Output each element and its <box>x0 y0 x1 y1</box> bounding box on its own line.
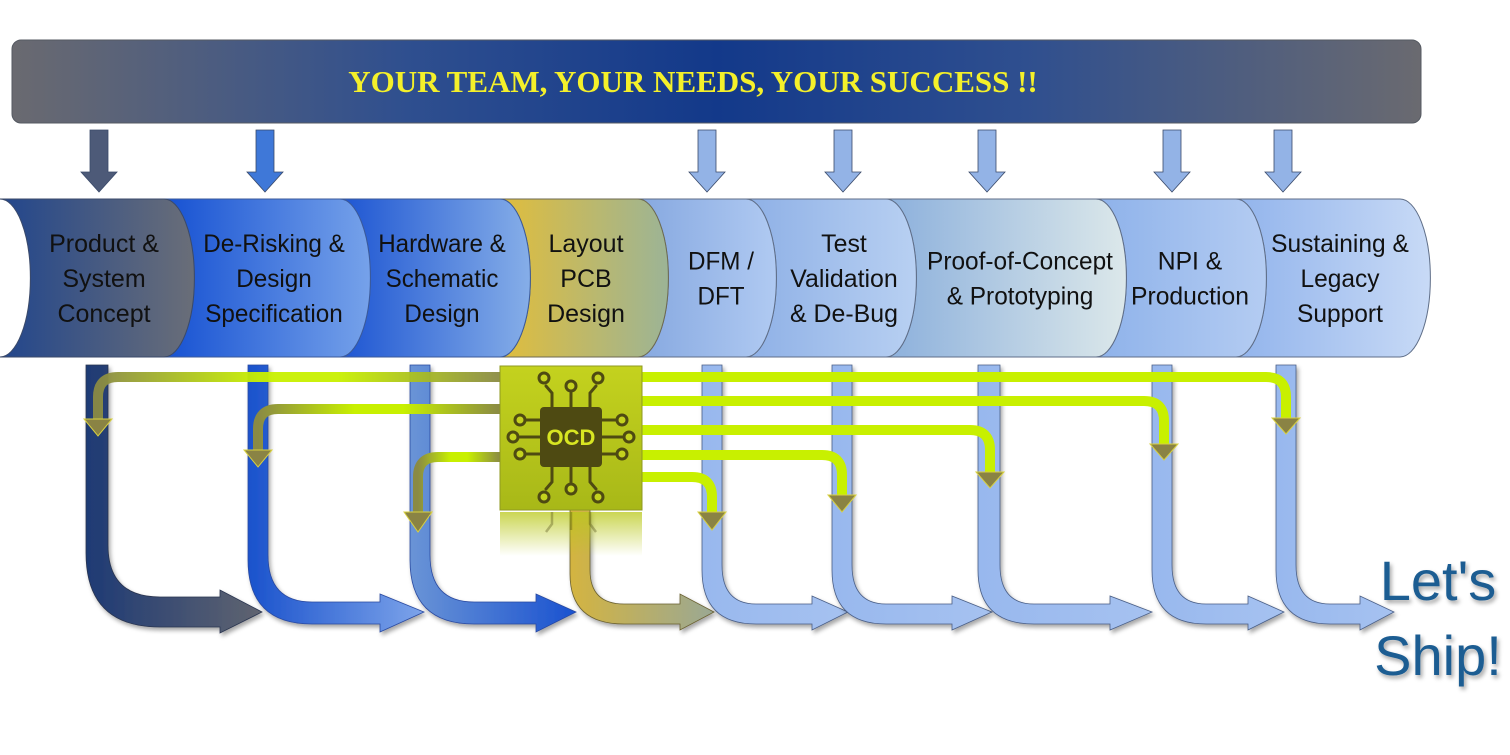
stage-product-system-concept <box>0 198 195 358</box>
connector-product-system-concept <box>93 372 500 420</box>
down-arrow-test-validation-debug <box>824 129 862 193</box>
stage-label-line: & De-Bug <box>790 300 898 328</box>
connector-test-validation-debug <box>640 450 847 495</box>
connector-sustaining-legacy-support <box>640 372 1291 418</box>
output-arrow-product-system-concept <box>85 364 263 634</box>
output-arrow-sustaining-legacy-support <box>1275 364 1395 631</box>
connector-hardware-schematic-design <box>413 452 500 512</box>
stage-label-dfm-dft: DFM / DFT <box>688 248 754 310</box>
down-arrow-dfm-dft <box>688 129 726 193</box>
banner-down-arrows <box>80 129 1302 193</box>
down-arrow-proof-of-concept-prototyping <box>968 129 1006 193</box>
connector-de-risking-design-specification <box>253 404 500 450</box>
stage-label-line: & Prototyping <box>947 283 1094 310</box>
stage-label-line: Production <box>1131 283 1249 310</box>
stage-label-line: De-Risking & <box>203 231 345 258</box>
ocd-connectors <box>82 372 1302 533</box>
down-arrow-product-system-concept <box>80 129 118 193</box>
stage-label-line: Schematic <box>386 266 499 293</box>
stage-label-line: Layout <box>548 230 623 258</box>
stage-label-line: Concept <box>57 300 150 328</box>
stage-label-line: PCB <box>560 265 611 293</box>
stage-label-line: Test <box>821 230 867 258</box>
banner: YOUR TEAM, YOUR NEEDS, YOUR SUCCESS !! <box>11 39 1422 124</box>
down-arrow-de-risking-design-specification <box>246 129 284 193</box>
connector-npi-production <box>640 396 1169 444</box>
stage-label-line: Design <box>236 266 312 293</box>
stage-label-line: Product & <box>49 230 159 258</box>
stage-label-line: DFT <box>697 283 744 310</box>
stage-pipeline <box>0 198 1431 358</box>
stage-label-line: Design <box>547 300 625 328</box>
stage-label-npi-production: NPI & Production <box>1131 248 1249 310</box>
stage-label-line: Sustaining & <box>1271 231 1409 258</box>
stage-label-line: Validation <box>790 265 897 293</box>
stage-label-line: Proof-of-Concept <box>927 248 1113 275</box>
ship-message: Let's Ship! <box>1374 549 1502 687</box>
output-arrow-proof-of-concept-prototyping <box>977 364 1154 631</box>
stage-label-line: DFM / <box>688 248 754 275</box>
stage-label-line: NPI & <box>1158 248 1223 275</box>
connector-dfm-dft <box>640 472 717 512</box>
stage-label-line: Legacy <box>1300 266 1380 293</box>
output-arrow-hardware-schematic-design <box>409 364 577 633</box>
stage-label-line: Support <box>1297 301 1383 328</box>
stage-label-line: Design <box>404 301 479 328</box>
down-arrow-sustaining-legacy-support <box>1264 129 1302 193</box>
output-arrow-de-risking-design-specification <box>247 364 426 633</box>
ship-line-2: Ship! <box>1374 624 1502 687</box>
stage-label-line: Hardware & <box>378 231 506 258</box>
ship-line-1: Let's <box>1380 549 1497 612</box>
connector-proof-of-concept-prototyping <box>640 425 995 472</box>
down-arrow-npi-production <box>1153 129 1191 193</box>
stage-label-line: Specification <box>205 301 343 328</box>
ocd-chip-label: OCD <box>547 425 596 450</box>
ocd-chip-icon: OCD <box>499 365 643 556</box>
stage-label-line: System <box>62 265 145 293</box>
stage-label-proof-of-concept-prototyping: Proof-of-Concept & Prototyping <box>927 248 1113 310</box>
banner-title: YOUR TEAM, YOUR NEEDS, YOUR SUCCESS !! <box>348 64 1038 99</box>
output-arrow-npi-production <box>1151 364 1285 631</box>
output-arrow-test-validation-debug <box>831 364 994 631</box>
stage-proof-of-concept-prototyping <box>885 198 1127 358</box>
